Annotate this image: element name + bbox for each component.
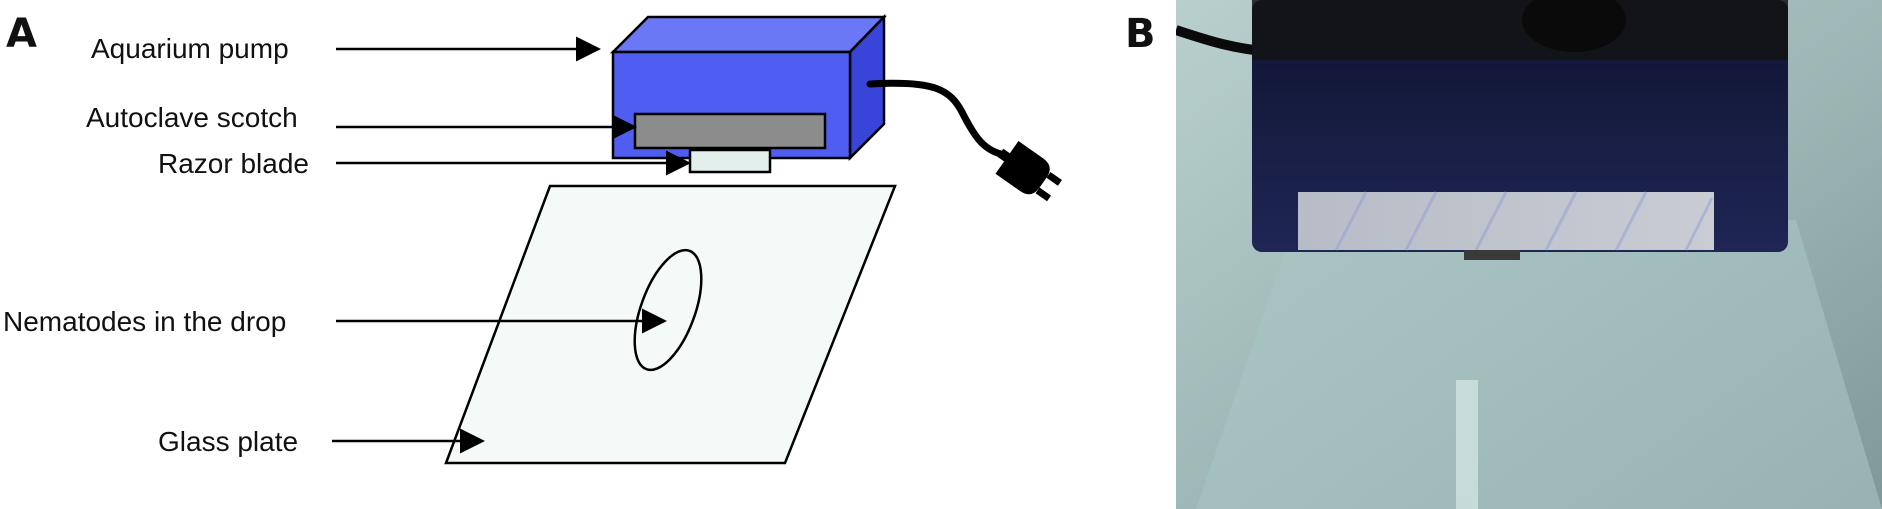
panel-letter-b: B [1125, 11, 1156, 57]
label-autoclave-scotch: Autoclave scotch [86, 102, 298, 133]
panel-letter-a: A [6, 11, 37, 57]
device-photo [1176, 0, 1882, 509]
label-nematodes-drop: Nematodes in the drop [3, 306, 287, 337]
photo-panel [1176, 0, 1882, 509]
razor-blade [688, 148, 772, 174]
pump-top-face [609, 15, 887, 54]
electric-plug-icon [995, 140, 1062, 202]
nematode-drop [633, 248, 703, 372]
label-razor-blade: Razor blade [158, 148, 309, 179]
schematic-diagram [332, 13, 1062, 465]
autoclave-scotch [633, 112, 827, 150]
power-cable [866, 79, 1010, 159]
label-aquarium-pump: Aquarium pump [91, 33, 289, 64]
photo-autoclave-tape [1298, 192, 1714, 250]
label-glass-plate: Glass plate [158, 426, 299, 457]
glass-plate [444, 184, 897, 465]
photo-pump-body [1252, 0, 1788, 252]
